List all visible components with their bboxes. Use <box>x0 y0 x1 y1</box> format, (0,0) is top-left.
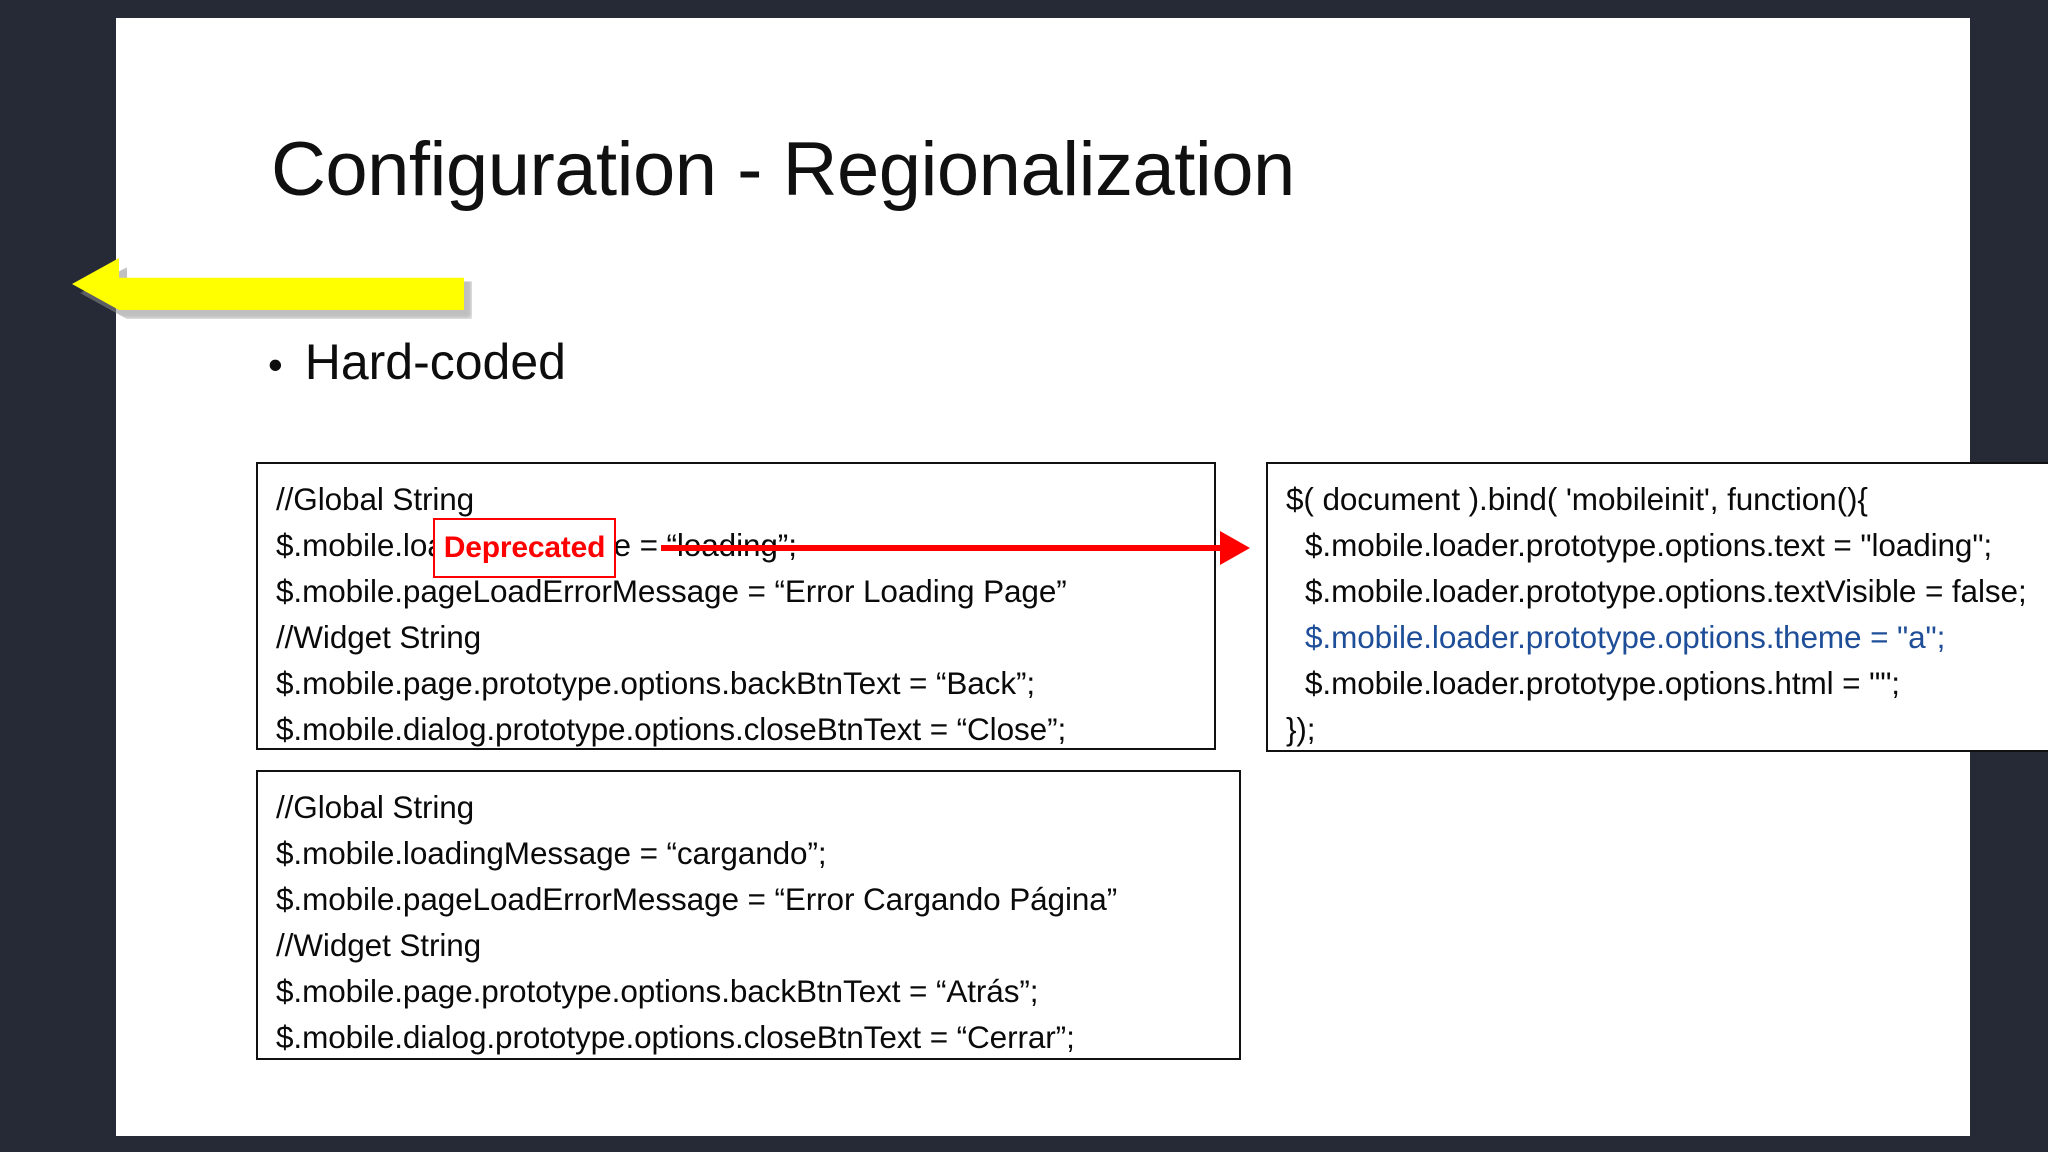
code-line: $( document ).bind( 'mobileinit', functi… <box>1286 481 1868 517</box>
bullet-marker-icon: • <box>268 341 283 388</box>
code-line: //Widget String <box>276 927 482 963</box>
bullet-label: Hard-coded <box>304 334 566 390</box>
left-arrow-highlight-icon <box>72 258 472 320</box>
status-badge-deprecated: Deprecated <box>433 518 616 578</box>
code-line: //Widget String <box>276 619 482 655</box>
right-arrow-icon <box>1220 531 1250 565</box>
code-line: $.mobile.loader.prototype.options.textVi… <box>1305 573 2027 609</box>
code-line: }); <box>1286 711 1316 747</box>
red-arrow-line <box>661 545 1237 551</box>
code-line: $.mobile.loader.prototype.options.text =… <box>1305 527 1993 563</box>
left-arrow-highlight-shape <box>72 258 464 310</box>
code-line-highlighted: $.mobile.loader.prototype.options.theme … <box>1305 619 1946 655</box>
code-line: $.mobile.loadingMessage = “cargando”; <box>276 835 827 871</box>
code-line: $.mobile.dialog.prototype.options.closeB… <box>276 1019 1075 1055</box>
code-line: $.mobile.loader.prototype.options.html =… <box>1305 665 1900 701</box>
slide-canvas: Configuration - Regionalization • Hard-c… <box>116 18 2048 1136</box>
code-box-english: //Global String $.mobile.loadingMessage … <box>256 462 1216 750</box>
code-line: //Global String <box>276 789 475 825</box>
bullet-item-hard-coded: • Hard-coded <box>268 333 566 391</box>
code-line: $.mobile.page.prototype.options.backBtnT… <box>276 665 1036 701</box>
code-line: $.mobile.pageLoadErrorMessage = “Error L… <box>276 573 1067 609</box>
page-title: Configuration - Regionalization <box>271 127 1295 212</box>
code-box-spanish: //Global String $.mobile.loadingMessage … <box>256 770 1241 1060</box>
code-box-mobileinit: $( document ).bind( 'mobileinit', functi… <box>1266 462 2048 752</box>
code-line: $.mobile.pageLoadErrorMessage = “Error C… <box>276 881 1118 917</box>
code-line: $.mobile.page.prototype.options.backBtnT… <box>276 973 1039 1009</box>
code-line: //Global String <box>276 481 475 517</box>
code-line: $.mobile.dialog.prototype.options.closeB… <box>276 711 1067 747</box>
